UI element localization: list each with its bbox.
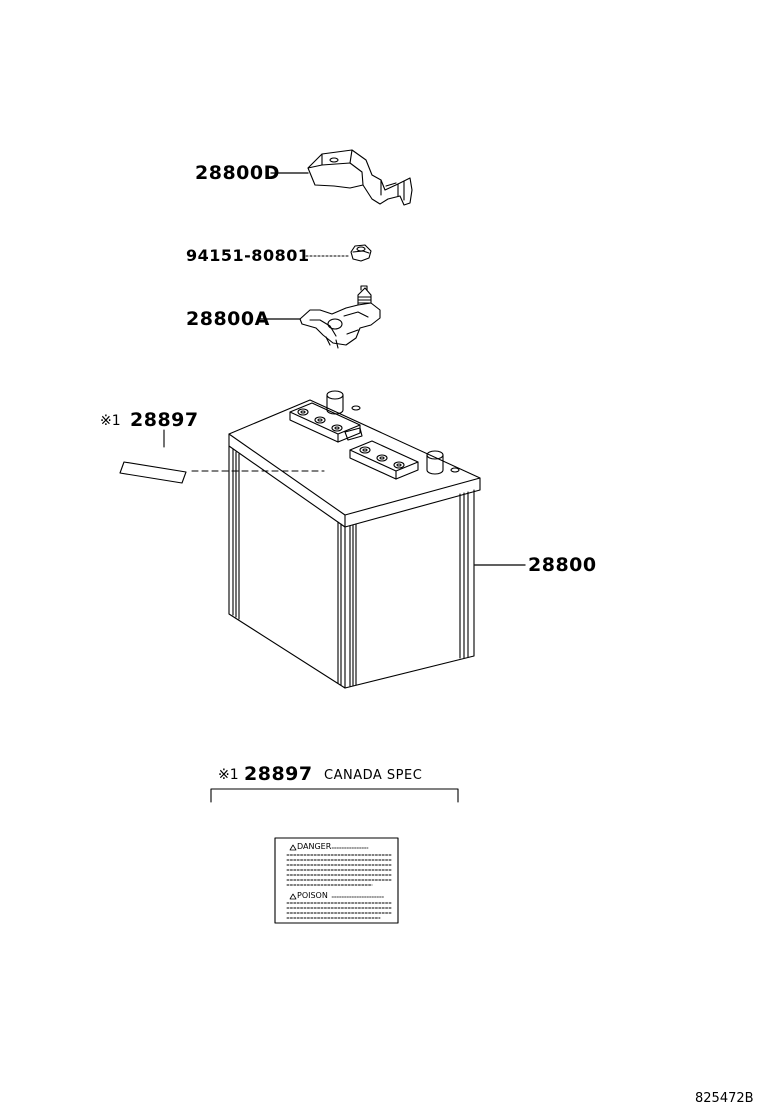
- warning-label-card: [274, 837, 399, 924]
- label-item-mark: ※1: [100, 413, 121, 429]
- nut-drawing: [305, 244, 372, 262]
- label-item-part-number: 28897: [130, 409, 199, 431]
- terminal-clamp-drawing: [259, 285, 381, 349]
- battery-part-number: 28800: [528, 554, 597, 576]
- nut-part-number: 94151-80801: [186, 246, 310, 265]
- detail-bracket: [210, 788, 459, 803]
- figure-number: 825472B: [695, 1091, 754, 1106]
- label-sticker-drawing: [119, 429, 325, 484]
- terminal-clamp-part-number: 28800A: [186, 308, 270, 330]
- detail-spec-note: CANADA SPEC: [324, 768, 423, 783]
- terminal-cover-part-number: 28800D: [195, 162, 280, 184]
- battery-drawing: [228, 390, 526, 689]
- danger-heading: DANGER: [297, 842, 332, 851]
- poison-heading: POISON: [297, 891, 328, 900]
- detail-mark: ※1: [218, 767, 239, 783]
- detail-part-number: 28897: [244, 763, 313, 785]
- terminal-cover-drawing: [270, 149, 413, 206]
